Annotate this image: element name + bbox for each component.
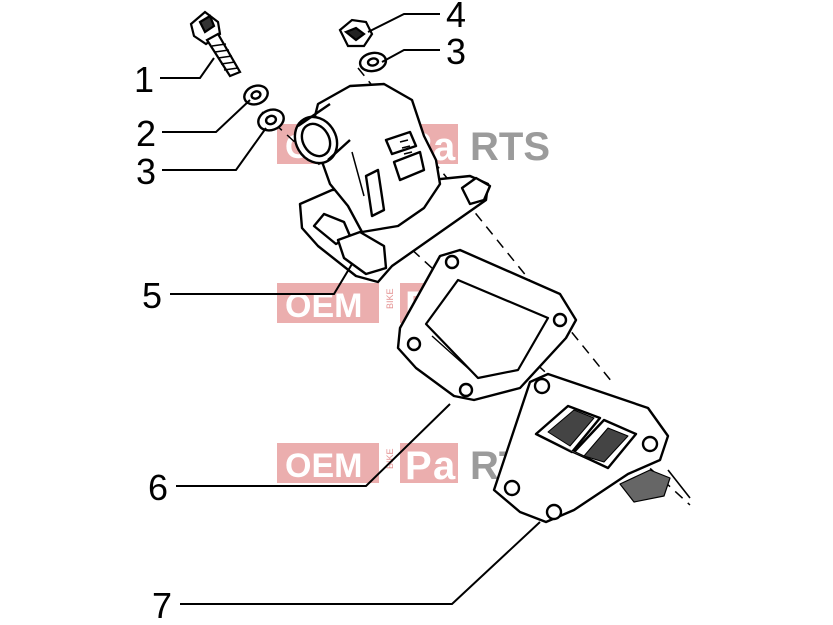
watermark-rts-text: RTS (470, 125, 550, 169)
gasket-part (396, 248, 578, 402)
leader-line-3-left (162, 127, 267, 171)
leader-line-6 (176, 403, 451, 487)
leader-line-3-right (381, 49, 440, 63)
callout-6: 6 (148, 467, 168, 508)
nut-part (338, 18, 374, 48)
leader-line-5 (170, 263, 353, 295)
reed-valve-part (492, 372, 691, 524)
leader-line-4 (367, 13, 440, 33)
bolt-part (189, 10, 242, 78)
callout-2: 2 (136, 113, 156, 154)
callout-3-left: 3 (136, 151, 156, 192)
leader-line-2 (162, 99, 251, 133)
intake-manifold-part (293, 82, 492, 284)
callout-1: 1 (134, 59, 154, 100)
watermark-oem-text: OEM (285, 287, 362, 325)
watermark-p-text: P (405, 444, 432, 488)
leader-line-7 (180, 521, 541, 605)
watermark-oem-text: OEM (285, 447, 362, 485)
callout-5: 5 (142, 275, 162, 316)
watermark-bike-text: BIKE (385, 448, 395, 469)
callout-4: 4 (446, 0, 466, 35)
watermark-bike-text: BIKE (385, 288, 395, 309)
washer-left-upper (243, 84, 269, 106)
watermark-a-text: a (433, 444, 456, 488)
leader-line-1 (160, 57, 215, 79)
callout-3-right: 3 (446, 31, 466, 72)
callout-7: 7 (152, 585, 172, 625)
washer-left-lower (257, 108, 285, 132)
leader-lines (160, 13, 541, 605)
watermark-a-text: a (433, 125, 456, 169)
